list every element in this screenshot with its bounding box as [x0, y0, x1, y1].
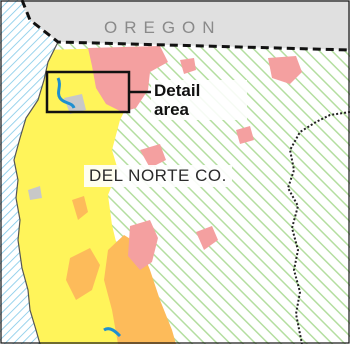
orange-zone-2 — [66, 248, 100, 300]
pink-zone-small-3 — [236, 126, 254, 144]
oregon-label: OREGON — [104, 18, 222, 37]
detail-label-line2: area — [154, 100, 189, 119]
state-border — [20, 0, 350, 52]
oregon-area — [20, 0, 350, 50]
pink-zone-center — [128, 220, 158, 270]
pink-zone-small-1 — [140, 144, 166, 168]
gray-patch-1 — [64, 94, 86, 114]
river-klamath — [103, 327, 122, 338]
pink-zone-small-2 — [196, 226, 218, 250]
county-label: DEL NORTE CO. — [84, 165, 232, 187]
pink-zone-east — [268, 56, 302, 84]
coastline — [13, 41, 59, 344]
pink-zone-small-4 — [180, 58, 196, 74]
river-smith — [56, 77, 76, 109]
detail-area-label: Detail area — [151, 80, 247, 120]
orange-zone-3 — [72, 196, 88, 220]
orange-zone — [104, 235, 176, 344]
gray-patch-2 — [28, 186, 42, 200]
detail-label-line1: Detail — [154, 81, 201, 100]
county-border — [286, 111, 350, 344]
